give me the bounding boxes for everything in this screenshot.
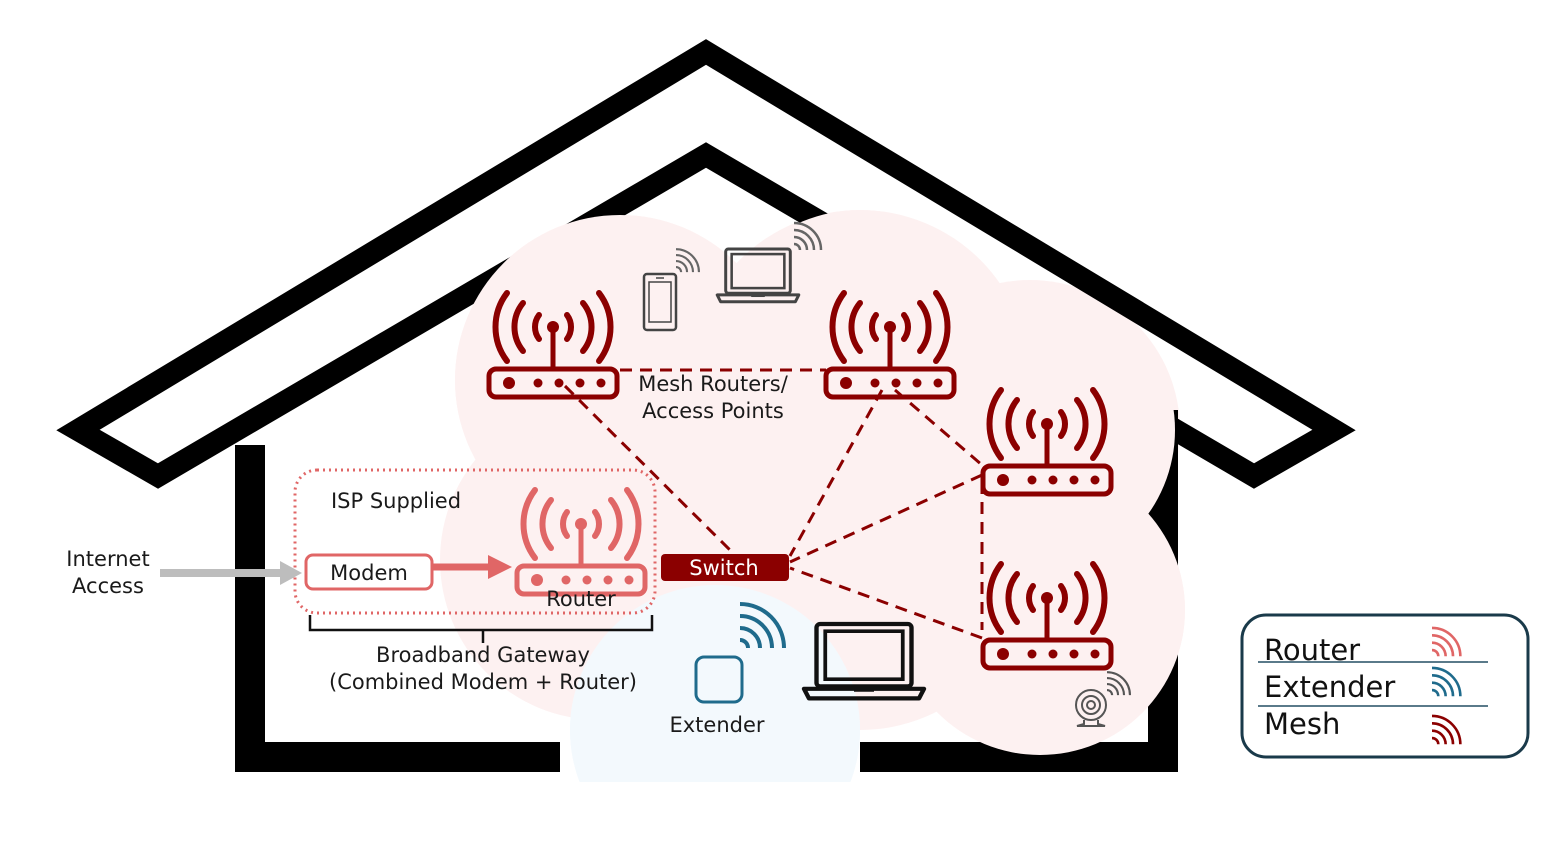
extender-wifi-icon — [739, 602, 786, 649]
internet-access-label-line2: Access — [72, 574, 144, 598]
isp-supplied-label: ISP Supplied — [331, 489, 461, 513]
modem-box — [304, 553, 434, 591]
internet-access-label: Internet — [66, 547, 149, 571]
webcam-icon — [1075, 689, 1107, 727]
link-mesh4-switch — [789, 566, 983, 640]
smartphone-icon — [642, 272, 678, 332]
extender-coverage-overlay — [560, 585, 880, 852]
broadband-gateway-bracket — [308, 615, 654, 643]
house-outline — [56, 39, 1356, 772]
mesh-routers-label: Mesh Routers/ — [638, 372, 788, 396]
link-mesh2-switch — [788, 389, 884, 557]
mesh-routers-label-line2: Access Points — [642, 399, 784, 423]
switch-label: Switch — [689, 556, 758, 580]
legend-label-extender: Extender — [1264, 670, 1395, 704]
extender-device — [694, 655, 744, 704]
isp-supplied-group — [293, 468, 657, 615]
legend: Router Extender Mesh — [1240, 613, 1530, 759]
broadband-gateway-label: Broadband Gateway — [376, 643, 590, 667]
router-label: Router — [546, 587, 616, 611]
modem-to-router-arrow — [433, 555, 512, 579]
modem-label: Modem — [330, 561, 408, 585]
extender-label: Extender — [669, 713, 764, 737]
broadband-gateway-label-line2: (Combined Modem + Router) — [329, 670, 637, 694]
internet-access-arrow — [160, 561, 302, 585]
switch: Switch — [661, 554, 789, 581]
mesh-links — [563, 368, 984, 640]
legend-label-mesh: Mesh — [1264, 707, 1340, 741]
link-mesh3-switch — [789, 473, 983, 564]
